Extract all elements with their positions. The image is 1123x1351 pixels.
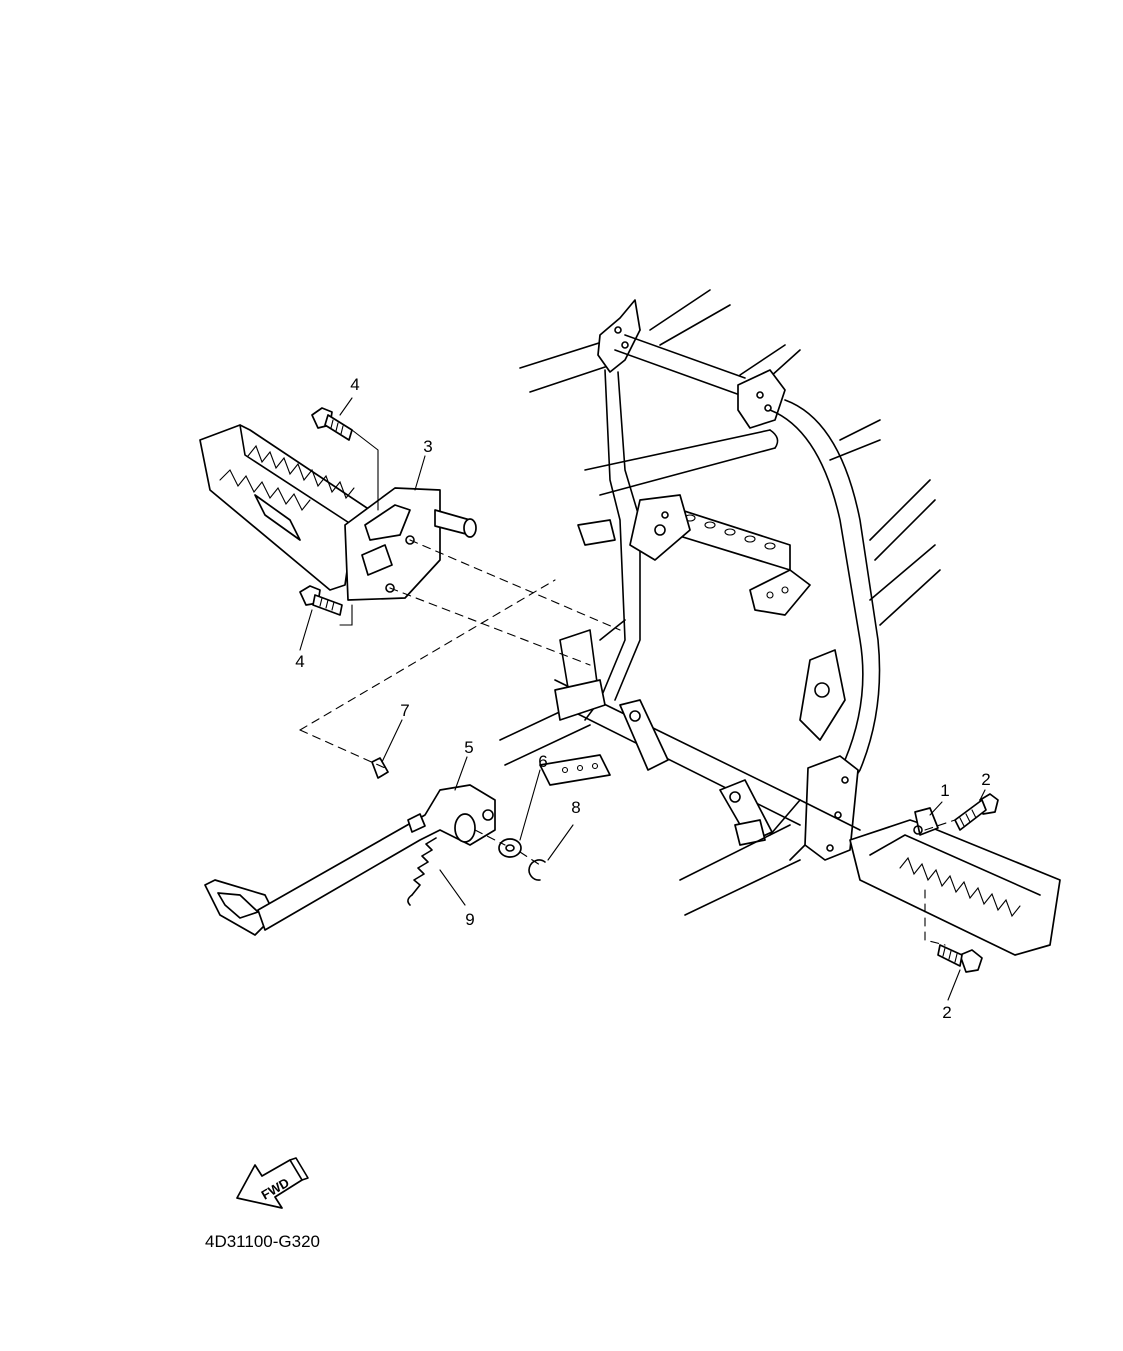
callout-6: 6 (538, 752, 547, 771)
drawing-code: 4D31100-G320 (205, 1232, 320, 1251)
brake-pedal (204, 784, 496, 936)
left-footrest (199, 424, 371, 591)
washer (498, 838, 522, 858)
callout-3: 3 (423, 437, 432, 456)
return-spring (407, 837, 437, 906)
circlip (528, 859, 546, 881)
bolt-lower-right (937, 944, 983, 973)
callout-4-upper: 4 (350, 375, 359, 394)
callout-2-lower: 2 (942, 1003, 951, 1022)
callout-2-upper: 2 (981, 770, 990, 789)
alignment-lines (299, 539, 956, 946)
callout-4-lower: 4 (295, 652, 304, 671)
callout-9: 9 (465, 910, 474, 929)
bolt-lower-left (299, 585, 343, 616)
callout-8: 8 (571, 798, 580, 817)
bolt-upper-right (954, 793, 999, 831)
callout-7: 7 (400, 701, 409, 720)
forward-arrow-icon: FWD (236, 1157, 309, 1209)
cotter-pin (371, 757, 389, 779)
frame (499, 289, 941, 916)
leader-lines (299, 397, 986, 1001)
bolt-upper-left (311, 407, 353, 441)
left-footrest-bracket (344, 487, 477, 601)
callouts: 1 2 2 3 4 4 5 6 7 8 9 (295, 375, 990, 1022)
callout-1: 1 (940, 781, 949, 800)
right-footrest (849, 807, 1061, 956)
callout-5: 5 (464, 738, 473, 757)
